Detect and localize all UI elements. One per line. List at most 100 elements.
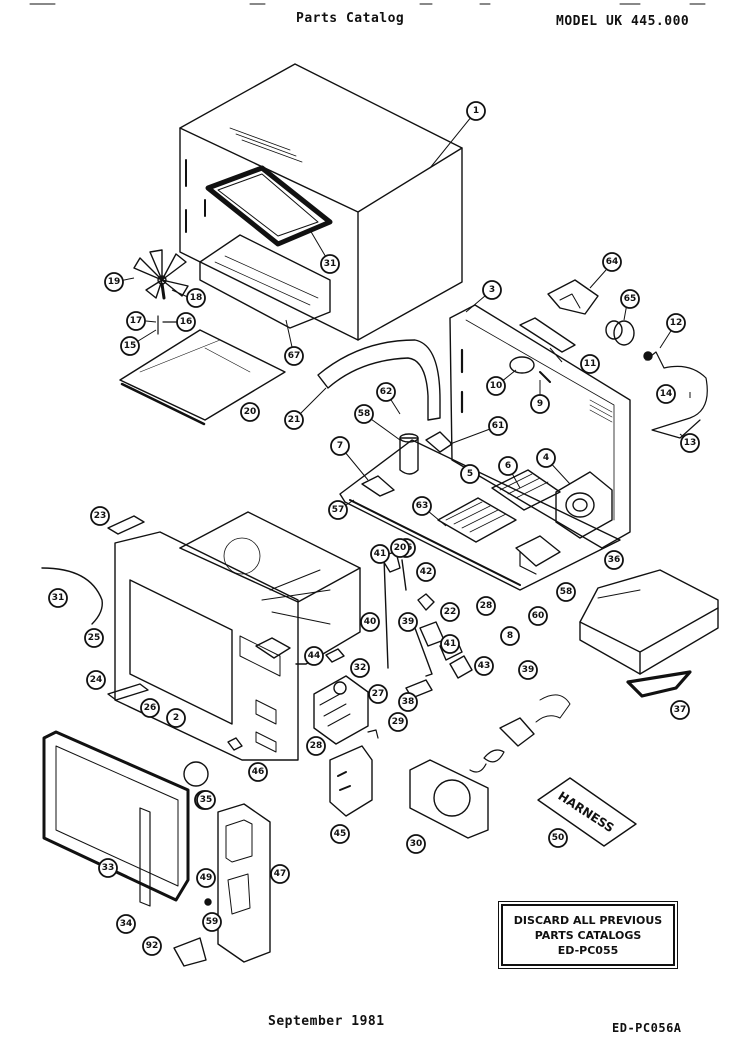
outer-cabinet [179,63,463,341]
svg-text:42: 42 [420,567,433,577]
svg-text:44: 44 [308,651,321,661]
svg-text:26: 26 [144,703,157,713]
callout-31a: 31 [320,254,340,274]
svg-text:17: 17 [130,316,143,326]
callout-58b: 58 [556,582,576,602]
svg-text:7: 7 [337,441,343,451]
svg-text:16: 16 [180,317,193,327]
callout-36: 36 [604,550,624,570]
notice-line-1: DISCARD ALL PREVIOUS [513,913,663,927]
callout-35-real: 35 [196,790,216,810]
callout-43: 43 [474,656,494,676]
svg-text:59: 59 [206,917,219,927]
callout-41b: 41 [440,634,460,654]
callout-40: 40 [360,612,380,632]
svg-text:31: 31 [324,259,337,269]
svg-text:30: 30 [410,839,423,849]
callout-28a: 28 [306,736,326,756]
waveguide [317,339,441,421]
svg-text:11: 11 [584,359,597,369]
svg-text:25: 25 [88,633,101,643]
svg-text:58: 58 [560,587,573,597]
callout-19: 19 [104,272,124,292]
svg-text:49: 49 [200,873,213,883]
svg-text:92: 92 [146,941,159,951]
callout-61: 61 [488,416,508,436]
svg-text:50: 50 [552,833,565,843]
svg-text:67: 67 [288,351,301,361]
callout-2: 2 [166,708,186,728]
callout-46: 46 [248,762,268,782]
svg-text:63: 63 [416,501,429,511]
callout-15: 15 [120,336,140,356]
fan-blade [133,249,189,299]
vent-frame [205,165,333,247]
svg-text:38: 38 [402,697,415,707]
callout-31b: 31 [48,588,68,608]
callout-17: 17 [126,311,146,331]
back-frame [449,304,631,549]
svg-text:20: 20 [394,543,407,553]
callout-92: 92 [142,936,162,956]
footer-code: ED-PC056A [612,1021,682,1035]
svg-text:65: 65 [624,294,637,304]
callout-25: 25 [84,628,104,648]
svg-text:41: 41 [374,549,387,559]
callout-47: 47 [270,864,290,884]
door-frame [42,730,190,902]
svg-text:14: 14 [660,389,673,399]
footer-date: September 1981 [268,1014,385,1029]
svg-text:3: 3 [489,285,495,295]
notice-line-2: PARTS CATALOGS [534,928,642,942]
notice-line-3: ED-PC055 [557,943,619,957]
svg-text:40: 40 [364,617,377,627]
callout-6: 6 [498,456,518,476]
harness-tag [537,777,637,847]
svg-text:5: 5 [467,469,473,479]
svg-text:10: 10 [490,381,503,391]
callout-44: 44 [304,646,324,666]
callout-50: 50 [548,828,568,848]
svg-text:64: 64 [606,257,619,267]
callout-8: 8 [500,626,520,646]
timer-motor [313,675,369,745]
svg-text:46: 46 [252,767,265,777]
callout-24: 24 [86,670,106,690]
callout-67: 67 [284,346,304,366]
svg-text:33: 33 [102,863,115,873]
svg-text:29: 29 [392,717,405,727]
svg-text:1: 1 [473,106,479,116]
svg-text:57: 57 [332,505,345,515]
cover-box [579,569,719,675]
callout-39a: 39 [398,612,418,632]
svg-text:45: 45 [334,829,347,839]
svg-text:62: 62 [380,387,393,397]
svg-text:13: 13 [684,438,697,448]
svg-text:22: 22 [444,607,457,617]
oven-cavity [179,511,361,665]
svg-text:15: 15 [124,341,137,351]
callout-42: 42 [416,562,436,582]
svg-text:12: 12 [670,318,683,328]
harness-label: HARNESS [556,789,617,835]
control-panel [217,803,271,963]
svg-text:60: 60 [532,611,545,621]
callout-22: 22 [440,602,460,622]
callout-49: 49 [196,868,216,888]
callout-57: 57 [328,500,348,520]
svg-text:47: 47 [274,869,287,879]
callout-12: 12 [666,313,686,333]
svg-text:18: 18 [190,293,203,303]
svg-text:4: 4 [543,453,549,463]
svg-text:43: 43 [478,661,491,671]
transformer [555,471,613,539]
callout-13: 13 [680,433,700,453]
callout-21: 21 [284,410,304,430]
svg-text:24: 24 [90,675,103,685]
callout-27: 27 [368,684,388,704]
callout-16: 16 [176,312,196,332]
callout-32a: 32 [350,658,370,678]
svg-text:28: 28 [480,601,493,611]
svg-text:39: 39 [402,617,415,627]
svg-text:36: 36 [608,555,621,565]
